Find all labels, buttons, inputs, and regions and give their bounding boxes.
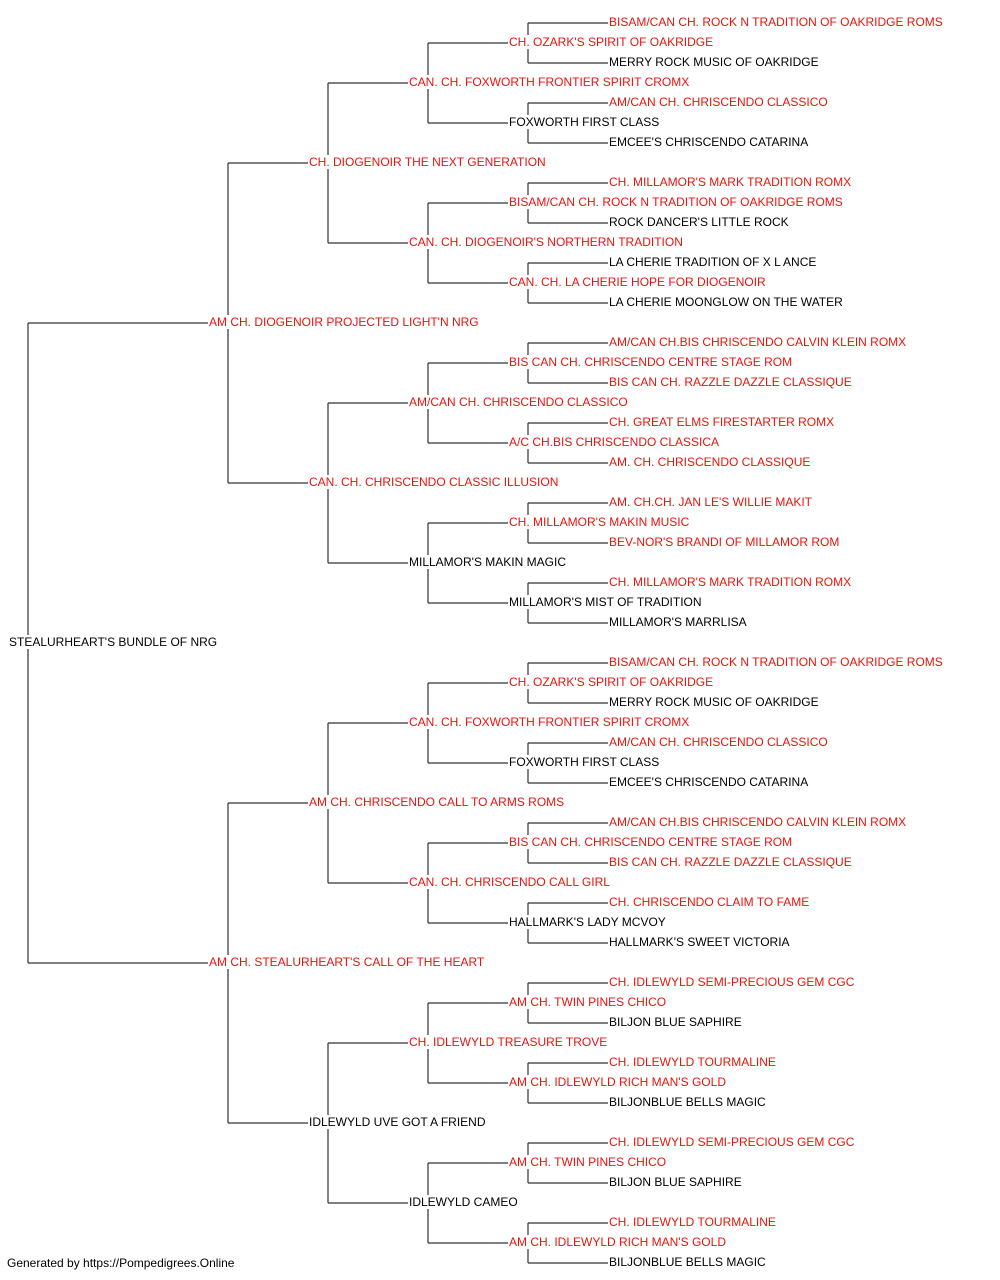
ancestor-name-gen-5: BIS CAN CH. RAZZLE DAZZLE CLASSIQUE xyxy=(608,855,853,869)
ancestor-name-gen-5: LA CHERIE TRADITION OF X L ANCE xyxy=(608,255,818,269)
ancestor-name-gen-4: MILLAMOR'S MIST OF TRADITION xyxy=(508,595,703,609)
ancestor-name-gen-4: CH. OZARK'S SPIRIT OF OAKRIDGE xyxy=(508,35,715,49)
ancestor-name-gen-3: CAN. CH. FOXWORTH FRONTIER SPIRIT CROMX xyxy=(408,75,691,89)
ancestor-name-gen-4: A/C CH.BIS CHRISCENDO CLASSICA xyxy=(508,435,721,449)
ancestor-name-gen-3: CAN. CH. CHRISCENDO CALL GIRL xyxy=(408,875,611,889)
ancestor-name-gen-4: BISAM/CAN CH. ROCK N TRADITION OF OAKRID… xyxy=(508,195,844,209)
ancestor-name-gen-4: AM CH. TWIN PINES CHICO xyxy=(508,995,668,1009)
ancestor-name-gen-5: BILJON BLUE SAPHIRE xyxy=(608,1015,743,1029)
ancestor-name-gen-5: BISAM/CAN CH. ROCK N TRADITION OF OAKRID… xyxy=(608,15,944,29)
ancestor-name-gen-5: AM/CAN CH.BIS CHRISCENDO CALVIN KLEIN RO… xyxy=(608,815,908,829)
ancestor-name-gen-5: EMCEE'S CHRISCENDO CATARINA xyxy=(608,135,810,149)
ancestor-name-gen-5: MERRY ROCK MUSIC OF OAKRIDGE xyxy=(608,695,820,709)
generated-by-footer: Generated by https://Pompedigrees.Online xyxy=(7,1256,235,1270)
ancestor-name-gen-3: CAN. CH. DIOGENOIR'S NORTHERN TRADITION xyxy=(408,235,684,249)
ancestor-name-gen-2: CAN. CH. CHRISCENDO CLASSIC ILLUSION xyxy=(308,475,560,489)
ancestor-name-gen-3: IDLEWYLD CAMEO xyxy=(408,1195,519,1209)
ancestor-name-gen-5: BILJONBLUE BELLS MAGIC xyxy=(608,1095,767,1109)
ancestor-name-gen-2: IDLEWYLD UVE GOT A FRIEND xyxy=(308,1115,487,1129)
ancestor-name-gen-1: AM CH. STEALURHEART'S CALL OF THE HEART xyxy=(208,955,486,969)
ancestor-name-gen-3: CH. IDLEWYLD TREASURE TROVE xyxy=(408,1035,609,1049)
ancestor-name-gen-5: AM/CAN CH. CHRISCENDO CLASSICO xyxy=(608,735,829,749)
ancestor-name-gen-4: CAN. CH. LA CHERIE HOPE FOR DIOGENOIR xyxy=(508,275,767,289)
ancestor-name-gen-4: FOXWORTH FIRST CLASS xyxy=(508,115,661,129)
ancestor-name-gen-3: MILLAMOR'S MAKIN MAGIC xyxy=(408,555,567,569)
ancestor-name-gen-5: CH. IDLEWYLD SEMI-PRECIOUS GEM CGC xyxy=(608,1135,856,1149)
ancestor-name-gen-2: CH. DIOGENOIR THE NEXT GENERATION xyxy=(308,155,547,169)
ancestor-name-gen-5: BISAM/CAN CH. ROCK N TRADITION OF OAKRID… xyxy=(608,655,944,669)
ancestor-name-gen-4: CH. MILLAMOR'S MAKIN MUSIC xyxy=(508,515,691,529)
ancestor-name-gen-5: HALLMARK'S SWEET VICTORIA xyxy=(608,935,791,949)
ancestor-name-gen-5: CH. IDLEWYLD TOURMALINE xyxy=(608,1055,777,1069)
ancestor-name-gen-4: HALLMARK'S LADY MCVOY xyxy=(508,915,667,929)
ancestor-name-gen-5: MERRY ROCK MUSIC OF OAKRIDGE xyxy=(608,55,820,69)
ancestor-name-gen-4: BIS CAN CH. CHRISCENDO CENTRE STAGE ROM xyxy=(508,355,794,369)
ancestor-name-gen-5: BILJONBLUE BELLS MAGIC xyxy=(608,1255,767,1269)
ancestor-name-gen-4: CH. OZARK'S SPIRIT OF OAKRIDGE xyxy=(508,675,715,689)
ancestor-name-gen-1: AM CH. DIOGENOIR PROJECTED LIGHT'N NRG xyxy=(208,315,480,329)
ancestor-name-gen-4: FOXWORTH FIRST CLASS xyxy=(508,755,661,769)
ancestor-name-gen-4: BIS CAN CH. CHRISCENDO CENTRE STAGE ROM xyxy=(508,835,794,849)
ancestor-name-gen-5: BILJON BLUE SAPHIRE xyxy=(608,1175,743,1189)
ancestor-name-gen-5: CH. IDLEWYLD SEMI-PRECIOUS GEM CGC xyxy=(608,975,856,989)
ancestor-name-gen-5: AM/CAN CH.BIS CHRISCENDO CALVIN KLEIN RO… xyxy=(608,335,908,349)
ancestor-name-gen-5: LA CHERIE MOONGLOW ON THE WATER xyxy=(608,295,844,309)
ancestor-name-gen-5: CH. IDLEWYLD TOURMALINE xyxy=(608,1215,777,1229)
ancestor-name-gen-4: AM CH. IDLEWYLD RICH MAN'S GOLD xyxy=(508,1235,727,1249)
ancestor-name-gen-5: CH. GREAT ELMS FIRESTARTER ROMX xyxy=(608,415,836,429)
subject-dog-name: STEALURHEART'S BUNDLE OF NRG xyxy=(8,635,219,649)
ancestor-name-gen-5: CH. MILLAMOR'S MARK TRADITION ROMX xyxy=(608,175,853,189)
ancestor-name-gen-5: EMCEE'S CHRISCENDO CATARINA xyxy=(608,775,810,789)
ancestor-name-gen-5: MILLAMOR'S MARRLISA xyxy=(608,615,748,629)
ancestor-name-gen-3: AM/CAN CH. CHRISCENDO CLASSICO xyxy=(408,395,629,409)
ancestor-name-gen-4: AM CH. TWIN PINES CHICO xyxy=(508,1155,668,1169)
ancestor-name-gen-5: ROCK DANCER'S LITTLE ROCK xyxy=(608,215,790,229)
ancestor-name-gen-5: AM. CH. CHRISCENDO CLASSIQUE xyxy=(608,455,812,469)
ancestor-name-gen-5: CH. MILLAMOR'S MARK TRADITION ROMX xyxy=(608,575,853,589)
ancestor-name-gen-5: AM/CAN CH. CHRISCENDO CLASSICO xyxy=(608,95,829,109)
ancestor-name-gen-5: AM. CH.CH. JAN LE'S WILLIE MAKIT xyxy=(608,495,813,509)
ancestor-name-gen-4: AM CH. IDLEWYLD RICH MAN'S GOLD xyxy=(508,1075,727,1089)
ancestor-name-gen-2: AM CH. CHRISCENDO CALL TO ARMS ROMS xyxy=(308,795,566,809)
ancestor-name-gen-5: BIS CAN CH. RAZZLE DAZZLE CLASSIQUE xyxy=(608,375,853,389)
ancestor-name-gen-5: CH. CHRISCENDO CLAIM TO FAME xyxy=(608,895,811,909)
ancestor-name-gen-5: BEV-NOR'S BRANDI OF MILLAMOR ROM xyxy=(608,535,841,549)
ancestor-name-gen-3: CAN. CH. FOXWORTH FRONTIER SPIRIT CROMX xyxy=(408,715,691,729)
